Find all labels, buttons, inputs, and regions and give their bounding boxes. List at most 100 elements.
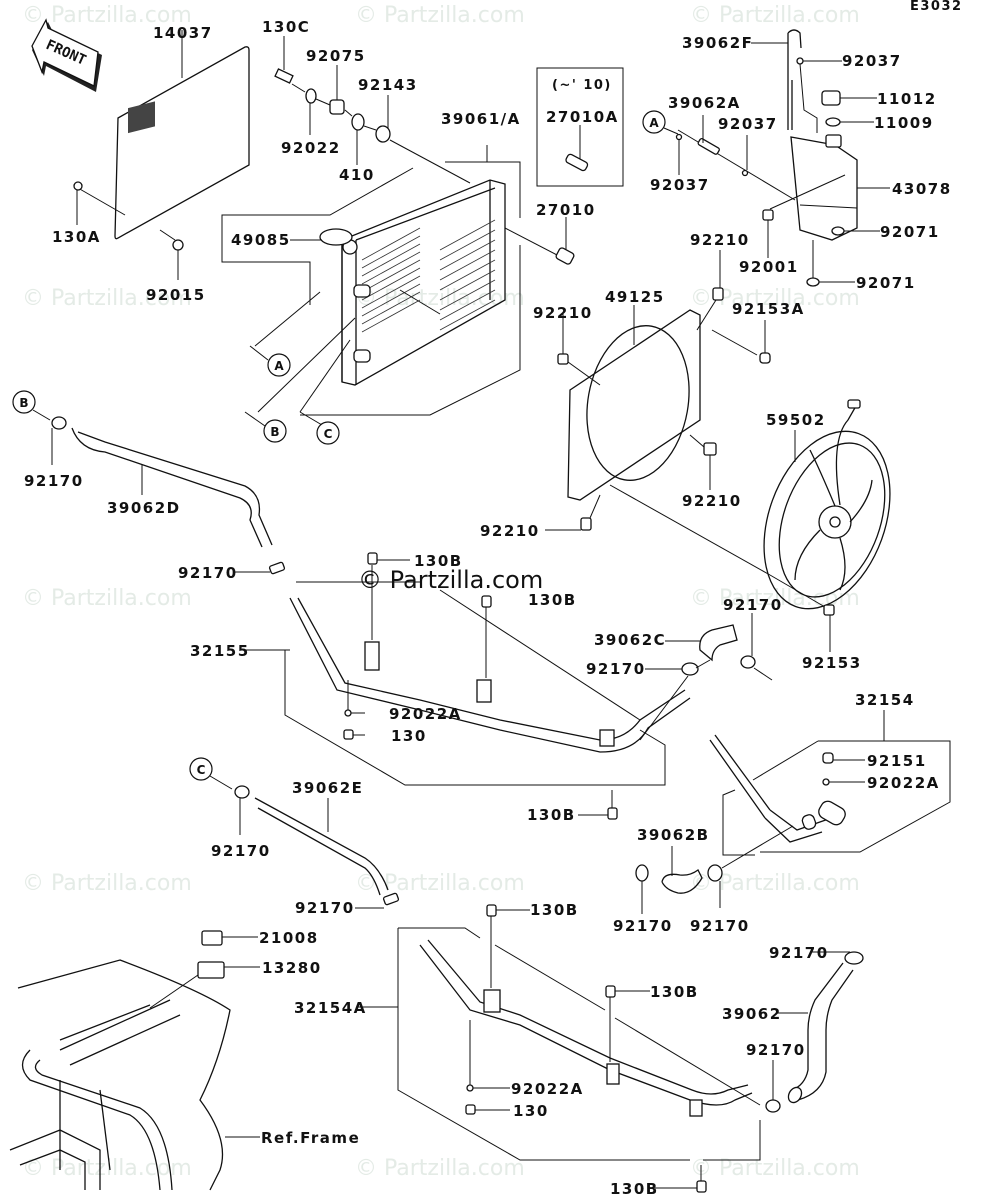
connector-b-hose: B — [19, 396, 28, 410]
part-label-92022A-1: 92022A — [389, 705, 462, 723]
part-label-92170-rb: 92170 — [746, 1041, 806, 1059]
part-label-92170-l: 92170 — [613, 917, 673, 935]
part-label-39062B: 39062B — [637, 826, 710, 844]
part-label-21008: 21008 — [259, 929, 319, 947]
part-label-11009: 11009 — [874, 114, 934, 132]
part-label-92022A-2: 92022A — [867, 774, 940, 792]
part-label-92210-top: 92210 — [690, 231, 750, 249]
reservoir-tank-43078 — [675, 29, 890, 287]
radiator-screen-14037 — [73, 30, 250, 280]
pipe-assembly-32155 — [235, 552, 691, 820]
part-label-130-1: 130 — [391, 727, 427, 745]
front-arrow-icon: FRONT — [31, 18, 102, 92]
part-label-130C: 130C — [262, 18, 310, 36]
part-label-92071-b: 92071 — [856, 274, 916, 292]
part-label-43078: 43078 — [892, 180, 952, 198]
part-label-92170-b: 92170 — [24, 472, 84, 490]
mount-hardware — [274, 36, 471, 184]
pipe-assembly-32154 — [709, 710, 951, 856]
variant-note: (~' 10) — [552, 78, 612, 93]
part-label-39062F: 39062F — [682, 34, 753, 52]
part-label-39062D: 39062D — [107, 499, 181, 517]
part-label-92001: 92001 — [739, 258, 799, 276]
part-label-92151: 92151 — [867, 752, 927, 770]
svg-text:B: B — [270, 425, 279, 439]
watermark: © Partzilla.com — [22, 3, 192, 28]
part-label-13280: 13280 — [262, 959, 322, 977]
svg-text:A: A — [274, 359, 284, 373]
part-label-92153A: 92153A — [732, 300, 805, 318]
diagram-code: E3032 — [910, 0, 963, 14]
part-label-130-2: 130 — [513, 1102, 549, 1120]
part-label-92022: 92022 — [281, 139, 341, 157]
watermark: © Partzilla.com — [355, 871, 525, 896]
part-label-92170-c: 92170 — [586, 660, 646, 678]
variant-box — [536, 67, 624, 187]
ref-frame-label: Ref.Frame — [261, 1129, 360, 1147]
part-label-59502: 59502 — [766, 411, 826, 429]
part-label-39062C: 39062C — [594, 631, 666, 649]
part-label-32155: 32155 — [190, 642, 250, 660]
part-label-39062: 39062 — [722, 1005, 782, 1023]
watermark: © Partzilla.com — [355, 3, 525, 28]
connector-b-radiator: B — [263, 419, 287, 443]
part-label-92210-right: 92210 — [682, 492, 742, 510]
part-label-92037-low: 92037 — [650, 176, 710, 194]
watermark: © Partzilla.com — [22, 871, 192, 896]
part-label-130B-6: 130B — [610, 1180, 659, 1198]
part-label-130B-1: 130B — [414, 552, 463, 570]
part-label-92170-rt: 92170 — [769, 944, 829, 962]
frame-reference — [9, 959, 260, 1191]
radiator-39061 — [221, 145, 521, 427]
watermark-center: © Partzilla.com — [358, 566, 543, 594]
part-label-130B-3: 130B — [527, 806, 576, 824]
part-label-92075: 92075 — [306, 47, 366, 65]
part-label-39061A: 39061/A — [441, 110, 521, 128]
part-label-410: 410 — [339, 166, 375, 184]
hose-39062 — [765, 951, 864, 1113]
part-label-27010: 27010 — [536, 201, 596, 219]
part-label-130B-5: 130B — [650, 983, 699, 1001]
connector-a-reservoir: A — [642, 110, 666, 134]
part-label-49125: 49125 — [605, 288, 665, 306]
watermark: © Partzilla.com — [355, 1156, 525, 1181]
part-label-92037-top: 92037 — [842, 52, 902, 70]
part-label-49085: 49085 — [231, 231, 291, 249]
svg-text:A: A — [649, 116, 659, 130]
watermark: © Partzilla.com — [690, 3, 860, 28]
part-label-92170-r: 92170 — [690, 917, 750, 935]
connector-c-radiator: C — [316, 421, 340, 445]
part-label-39062E: 39062E — [292, 779, 363, 797]
part-label-130B-2: 130B — [528, 591, 577, 609]
watermarks: © Partzilla.com © Partzilla.com © Partzi… — [22, 3, 860, 1181]
part-label-130B-4: 130B — [530, 901, 579, 919]
part-label-130A: 130A — [52, 228, 101, 246]
watermark: © Partzilla.com — [22, 586, 192, 611]
part-label-92153: 92153 — [802, 654, 862, 672]
bracket-21008-13280 — [149, 930, 260, 1009]
cooling-fan-59502 — [763, 399, 891, 652]
part-label-92022A-3: 92022A — [511, 1080, 584, 1098]
part-label-92170-e: 92170 — [211, 842, 271, 860]
part-label-39062A: 39062A — [668, 94, 741, 112]
part-label-11012: 11012 — [877, 90, 937, 108]
fan-shroud-49125 — [545, 250, 771, 576]
svg-text:C: C — [324, 427, 333, 441]
part-label-92210-left: 92210 — [533, 304, 593, 322]
part-label-92170-fan: 92170 — [723, 596, 783, 614]
part-label-92210-low: 92210 — [480, 522, 540, 540]
watermark: © Partzilla.com — [355, 286, 525, 311]
part-label-92170-cc: 92170 — [295, 899, 355, 917]
hose-39062C — [639, 613, 773, 741]
part-label-14037: 14037 — [153, 24, 213, 42]
radiator-cap-49085 — [290, 228, 353, 246]
part-label-92071-a: 92071 — [880, 223, 940, 241]
pipe-assembly-32154A — [358, 904, 761, 1193]
fan-switch-27010 — [504, 217, 575, 265]
part-label-92170-mid: 92170 — [178, 564, 238, 582]
part-label-32154: 32154 — [855, 691, 915, 709]
part-label-32154A: 32154A — [294, 999, 367, 1017]
hose-39062E: C — [189, 757, 400, 909]
connector-c-hose: C — [197, 763, 206, 777]
